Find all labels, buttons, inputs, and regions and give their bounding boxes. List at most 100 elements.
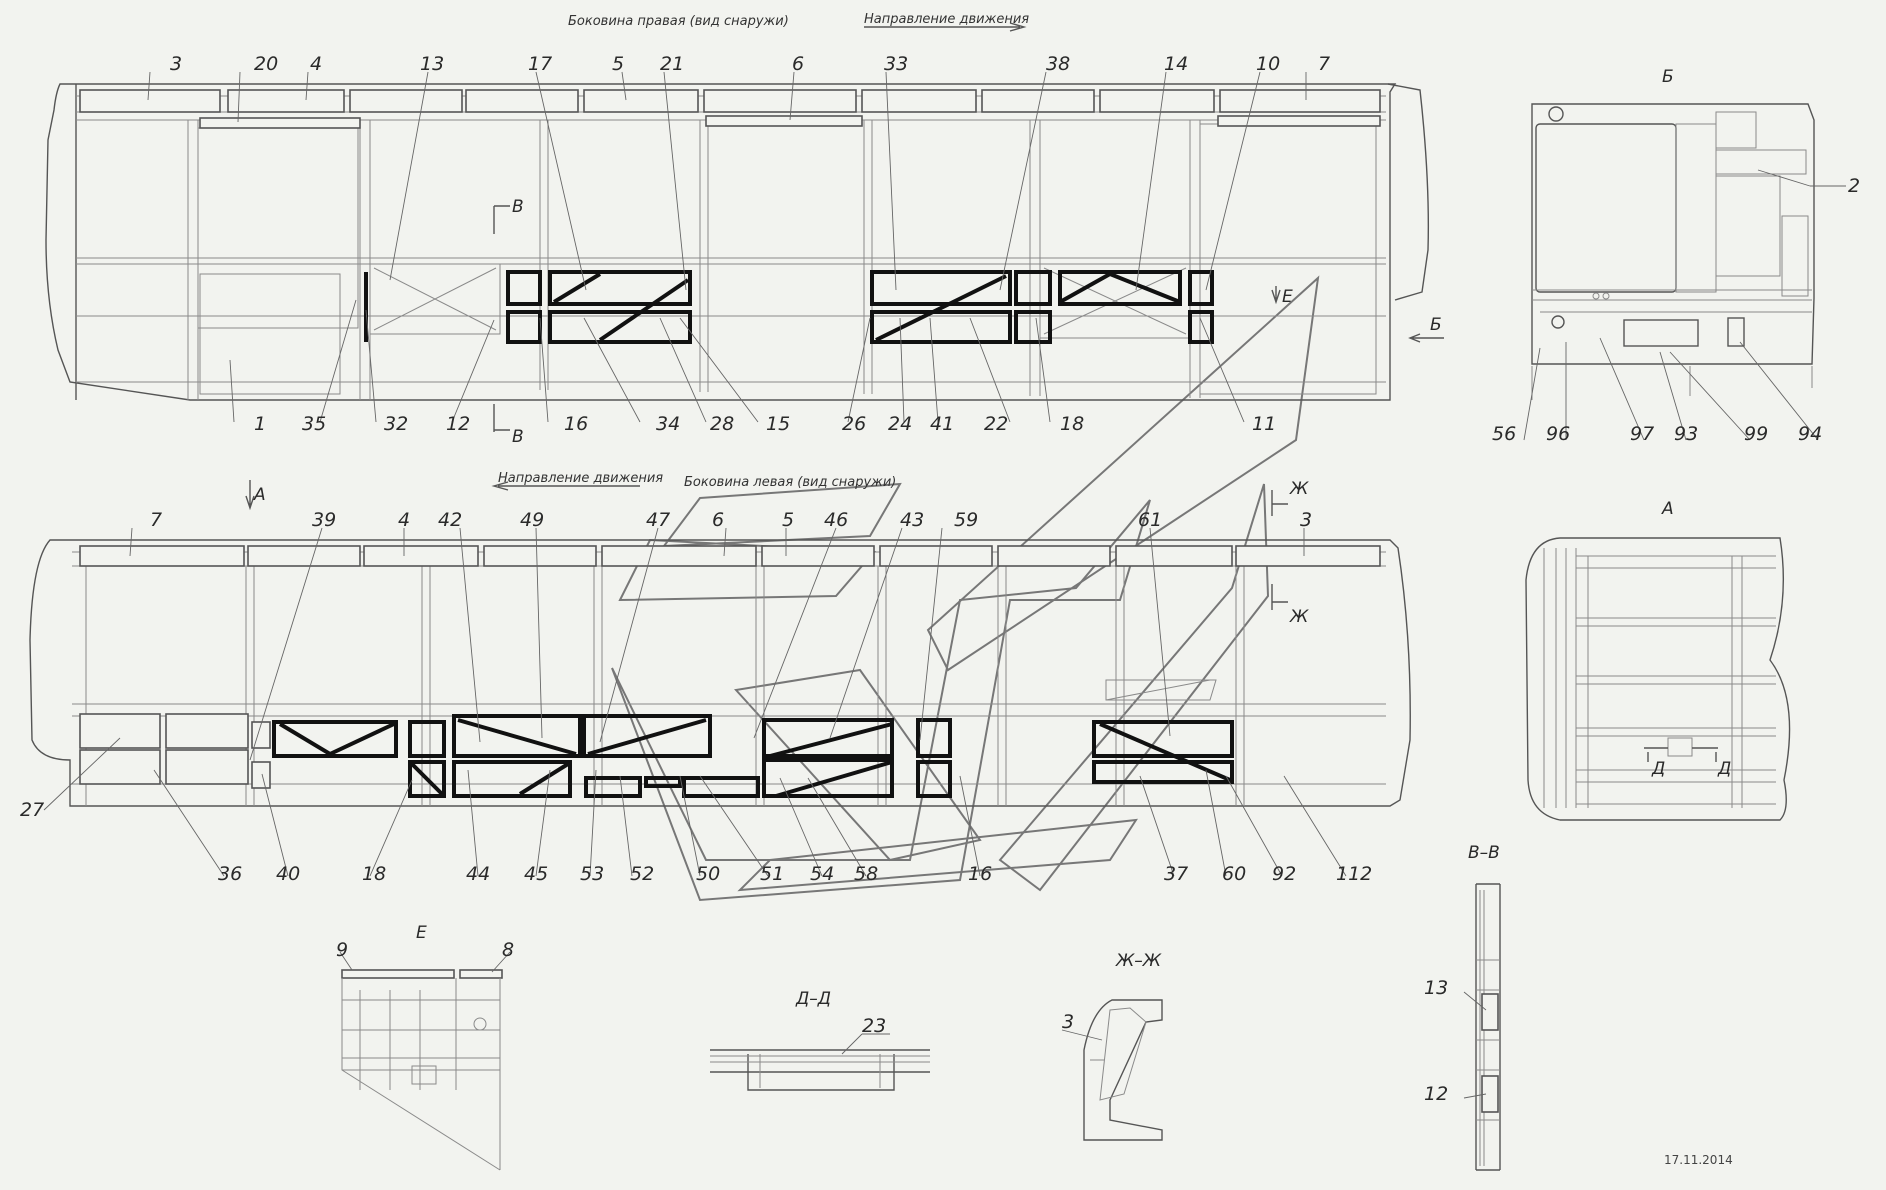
view-e-title: Е [416, 923, 427, 943]
callout-rt-0: 3 [170, 53, 182, 75]
callout-lb-10: 54 [810, 863, 834, 885]
callout-lb-16: 112 [1336, 863, 1372, 885]
callout-rb-10: 41 [930, 413, 954, 435]
left-leaders [43, 527, 1347, 877]
callout-rb-0: 1 [254, 413, 266, 435]
callout-e-1: 8 [502, 939, 514, 961]
right-side-title: Боковина правая (вид снаружи) [568, 14, 789, 29]
callout-lt-8: 46 [824, 509, 848, 531]
callout-rt-1: 20 [254, 53, 278, 75]
callout-rt-10: 14 [1164, 53, 1188, 75]
drawing-date: 17.11.2014 [1664, 1153, 1733, 1167]
section-zhzh: Ж–Ж 3 [1061, 951, 1163, 1141]
right-direction-label: Направление движения [864, 12, 1029, 27]
right-marker-v-top: В [512, 197, 524, 217]
callout-vv-1: 12 [1424, 1083, 1448, 1105]
callout-b-2: 96 [1546, 423, 1570, 445]
callout-lb-11: 58 [854, 863, 878, 885]
callout-lb-5: 45 [524, 863, 548, 885]
view-e: Е 9 8 [336, 923, 514, 1171]
callout-rb-12: 18 [1060, 413, 1084, 435]
left-side-title: Боковина левая (вид снаружи) [684, 475, 896, 490]
callout-rt-6: 21 [660, 53, 684, 75]
callout-rb-8: 26 [842, 413, 866, 435]
callout-b-1: 56 [1492, 423, 1516, 445]
callout-lt-1: 39 [312, 509, 336, 531]
callout-rt-5: 5 [612, 53, 624, 75]
callout-rt-8: 33 [884, 53, 908, 75]
callout-lt-9: 43 [900, 509, 924, 531]
callout-rb-5: 34 [656, 413, 680, 435]
callout-lb-12: 16 [968, 863, 992, 885]
section-vv: В–В 13 12 [1424, 843, 1501, 1171]
callout-b-6: 94 [1798, 423, 1822, 445]
left-marker-zh-top: Ж [1289, 479, 1309, 499]
callout-lt-7: 5 [782, 509, 794, 531]
callout-lb-8: 50 [696, 863, 720, 885]
callout-lb-13: 37 [1164, 863, 1188, 885]
callout-rt-7: 6 [792, 53, 804, 75]
left-side-view: Направление движения Боковина левая (вид… [29, 471, 1411, 807]
right-marker-b: Б [1430, 315, 1442, 335]
callout-b-4: 93 [1674, 423, 1698, 445]
callout-rb-6: 28 [710, 413, 734, 435]
view-b-callouts: 2 56 96 97 93 99 94 [1492, 175, 1860, 445]
callout-b-0: 2 [1848, 175, 1860, 197]
callout-lb-4: 44 [466, 863, 490, 885]
callout-zhzh-0: 3 [1062, 1011, 1074, 1033]
callout-lt-12: 3 [1300, 509, 1312, 531]
right-side-view: Боковина правая (вид снаружи) Направлени… [45, 12, 1444, 447]
callout-lb-9: 51 [760, 863, 784, 885]
section-dd-title: Д–Д [795, 989, 831, 1009]
view-a: А Д Д [1525, 499, 1791, 821]
callout-e-0: 9 [336, 939, 348, 961]
callout-lt-0: 7 [150, 509, 162, 531]
callout-rt-4: 17 [528, 53, 552, 75]
view-a-title: А [1661, 499, 1674, 519]
view-b: Б [1523, 67, 1846, 441]
callout-lb-14: 60 [1222, 863, 1246, 885]
callout-lt-3: 42 [438, 509, 462, 531]
view-a-marker-d1: Д [1651, 759, 1665, 779]
left-bottom-callouts: 27 36 40 18 44 45 53 52 50 51 54 58 16 3… [20, 799, 1372, 885]
callout-lb-0: 27 [20, 799, 44, 821]
callout-rb-3: 12 [446, 413, 470, 435]
callout-b-5: 99 [1744, 423, 1768, 445]
callout-rt-9: 38 [1046, 53, 1070, 75]
view-a-marker-d2: Д [1717, 759, 1731, 779]
callout-rb-2: 32 [384, 413, 408, 435]
right-top-leaders [147, 71, 1307, 423]
callout-lt-5: 47 [646, 509, 670, 531]
view-b-title: Б [1662, 67, 1674, 87]
left-top-callouts: 7 39 4 42 49 47 6 5 46 43 59 61 3 [150, 509, 1312, 531]
callout-lb-15: 92 [1272, 863, 1296, 885]
callout-rt-2: 4 [310, 53, 322, 75]
callout-rt-3: 13 [420, 53, 444, 75]
left-marker-a: А [253, 485, 266, 505]
callout-lt-4: 49 [520, 509, 544, 531]
callout-rb-13: 11 [1252, 413, 1276, 435]
callout-lb-2: 40 [276, 863, 300, 885]
callout-lb-7: 52 [630, 863, 654, 885]
right-marker-e: Е [1282, 287, 1293, 307]
left-marker-zh-bottom: Ж [1289, 607, 1309, 627]
callout-lt-6: 6 [712, 509, 724, 531]
callout-lb-1: 36 [218, 863, 242, 885]
callout-vv-0: 13 [1424, 977, 1448, 999]
section-vv-title: В–В [1468, 843, 1500, 863]
callout-rb-1: 35 [302, 413, 326, 435]
callout-lb-3: 18 [362, 863, 386, 885]
callout-b-3: 97 [1630, 423, 1654, 445]
left-direction-label: Направление движения [498, 471, 663, 486]
callout-rb-9: 24 [888, 413, 912, 435]
callout-rb-11: 22 [984, 413, 1008, 435]
section-zhzh-title: Ж–Ж [1115, 951, 1162, 971]
callout-rt-12: 7 [1318, 53, 1330, 75]
callout-rb-7: 15 [766, 413, 790, 435]
callout-lt-11: 61 [1138, 509, 1162, 531]
right-marker-v-bottom: В [512, 427, 524, 447]
callout-lb-6: 53 [580, 863, 604, 885]
callout-rt-11: 10 [1256, 53, 1280, 75]
right-top-callouts: 3 20 4 13 17 5 21 6 33 38 14 10 7 [170, 53, 1330, 75]
